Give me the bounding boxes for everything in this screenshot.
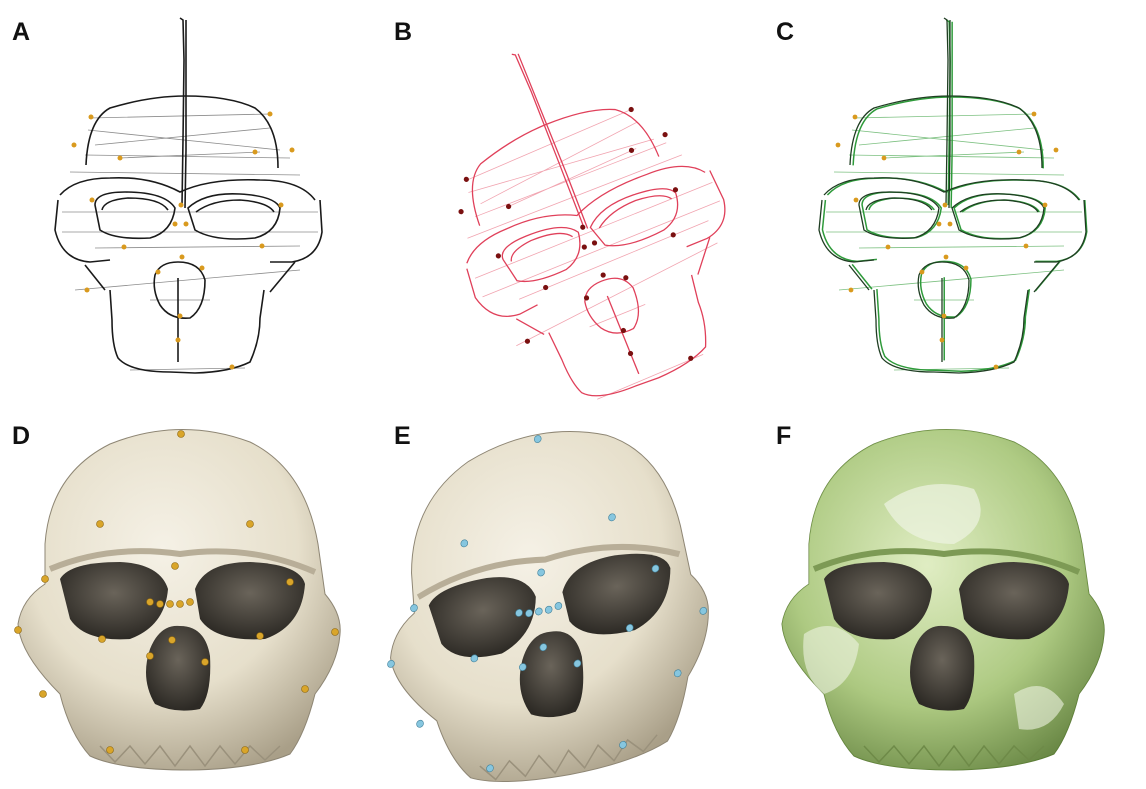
panel-c: C bbox=[764, 0, 1146, 394]
panel-e: E bbox=[382, 394, 764, 789]
panel-label-c: C bbox=[776, 20, 794, 45]
panel-b: B bbox=[382, 0, 764, 394]
wireframe-black bbox=[0, 0, 382, 394]
panel-label-b: B bbox=[394, 20, 412, 45]
wireframe-red bbox=[382, 0, 764, 394]
skull-render-overlay bbox=[764, 394, 1146, 789]
panel-d: D bbox=[0, 394, 382, 789]
panel-label-d: D bbox=[12, 424, 30, 449]
skull-render-warped bbox=[382, 394, 764, 789]
skull-render bbox=[0, 394, 382, 789]
wireframe-green-overlay bbox=[764, 0, 1146, 394]
landmark-points bbox=[446, 98, 750, 421]
panel-label-a: A bbox=[12, 20, 30, 45]
panel-f: F bbox=[764, 394, 1146, 789]
panel-a: A bbox=[0, 0, 382, 394]
panel-label-e: E bbox=[394, 424, 411, 449]
panel-label-f: F bbox=[776, 424, 791, 449]
